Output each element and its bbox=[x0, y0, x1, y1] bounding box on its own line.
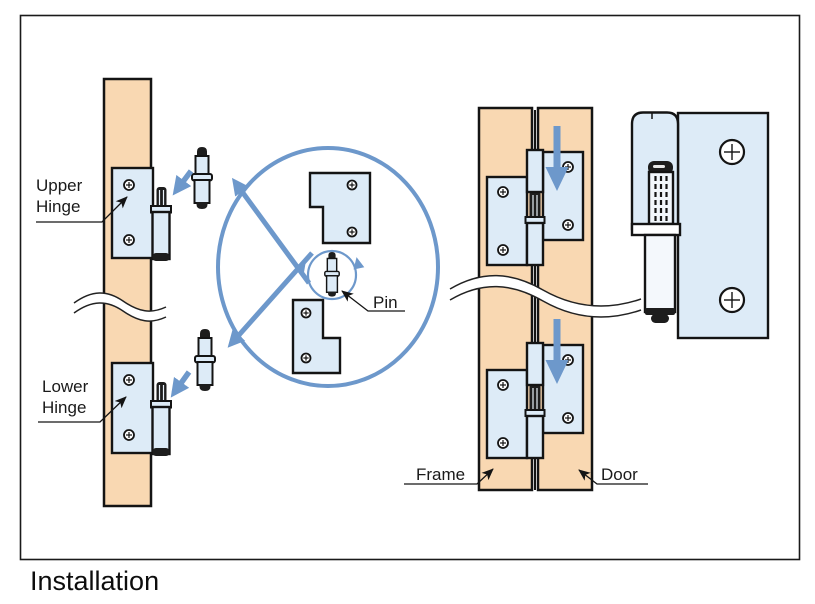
upper-hinge-label: Upper Hinge bbox=[36, 176, 83, 216]
assembled-hinge-lower bbox=[485, 319, 585, 460]
lower-hinge-label: Lower Hinge bbox=[42, 377, 89, 417]
frame-leader bbox=[404, 468, 494, 485]
loose-pins bbox=[170, 146, 216, 398]
pin-leader bbox=[341, 290, 405, 312]
screw bbox=[300, 307, 312, 319]
screw-large bbox=[718, 138, 746, 166]
upper-hinge-leader bbox=[36, 196, 128, 223]
detail-circle bbox=[216, 146, 440, 388]
assembled-hinge-upper bbox=[485, 126, 585, 267]
screw bbox=[562, 219, 574, 231]
pin-tip-band bbox=[645, 308, 675, 315]
pin-tip-nub bbox=[651, 314, 669, 323]
break-band bbox=[450, 275, 641, 317]
screw bbox=[123, 234, 135, 246]
door-leaf-closeup bbox=[308, 171, 372, 245]
screw bbox=[497, 437, 509, 449]
screw bbox=[346, 226, 358, 238]
break-edge bbox=[449, 285, 642, 318]
door-drop-arrow bbox=[545, 126, 569, 191]
barrel-tube bbox=[151, 210, 171, 261]
screw bbox=[123, 374, 135, 386]
screw bbox=[123, 429, 135, 441]
upper-knuckle bbox=[525, 148, 545, 194]
detail-pin-shaft bbox=[643, 233, 677, 314]
upper-loose-pin bbox=[191, 146, 213, 210]
pin-insert-arrow-upper bbox=[172, 169, 194, 196]
rotate-arrowhead-right bbox=[353, 257, 365, 270]
screw bbox=[497, 379, 509, 391]
screw bbox=[497, 186, 509, 198]
pin-closeup-circle bbox=[306, 249, 358, 301]
pin-label: Pin bbox=[373, 293, 398, 312]
barrel-cap bbox=[152, 448, 170, 456]
door-leader bbox=[578, 469, 648, 485]
pin-detail-circle-group bbox=[216, 146, 440, 388]
hinge-pin bbox=[529, 385, 541, 413]
hinge-pin bbox=[529, 192, 541, 220]
screw bbox=[562, 412, 574, 424]
frame-leaf-closeup bbox=[291, 298, 342, 375]
frame-label: Frame bbox=[416, 465, 466, 484]
pin-closeup bbox=[324, 251, 340, 298]
hinge-pin-top bbox=[156, 187, 167, 208]
screw bbox=[300, 352, 312, 364]
screw bbox=[123, 179, 135, 191]
hinge-pin-detail-group bbox=[630, 111, 770, 340]
page-title: Installation bbox=[30, 566, 160, 596]
frame-post-group bbox=[73, 77, 172, 508]
upper-knuckle bbox=[525, 341, 545, 387]
leader-lines bbox=[36, 196, 648, 485]
lower-knuckle bbox=[525, 221, 545, 267]
barrel-cap bbox=[152, 253, 170, 261]
leaf-outline bbox=[308, 171, 372, 245]
break-line-left bbox=[73, 292, 167, 322]
break-edge bbox=[73, 292, 167, 312]
lower-loose-pin bbox=[194, 328, 216, 392]
pin-insert-arrow-lower bbox=[170, 370, 192, 398]
screw bbox=[346, 179, 358, 191]
rotate-arrowhead-left bbox=[294, 260, 307, 273]
screw bbox=[497, 244, 509, 256]
pin-cap-slit bbox=[653, 165, 665, 168]
hinge-pin-top bbox=[156, 382, 167, 403]
lower-knuckle bbox=[525, 414, 545, 460]
frame-door-group bbox=[449, 106, 642, 492]
break-edge bbox=[73, 302, 167, 322]
break-band bbox=[74, 292, 166, 322]
lower-hinge-leader bbox=[38, 396, 127, 423]
barrel-tube bbox=[151, 405, 171, 456]
break-edge bbox=[449, 274, 642, 307]
door-drop-arrow bbox=[545, 319, 569, 384]
screw-large bbox=[718, 286, 746, 314]
door-label: Door bbox=[601, 465, 638, 484]
break-line-right bbox=[449, 274, 642, 318]
detail-pin-flange bbox=[630, 222, 682, 237]
upper-hinge bbox=[110, 166, 172, 261]
